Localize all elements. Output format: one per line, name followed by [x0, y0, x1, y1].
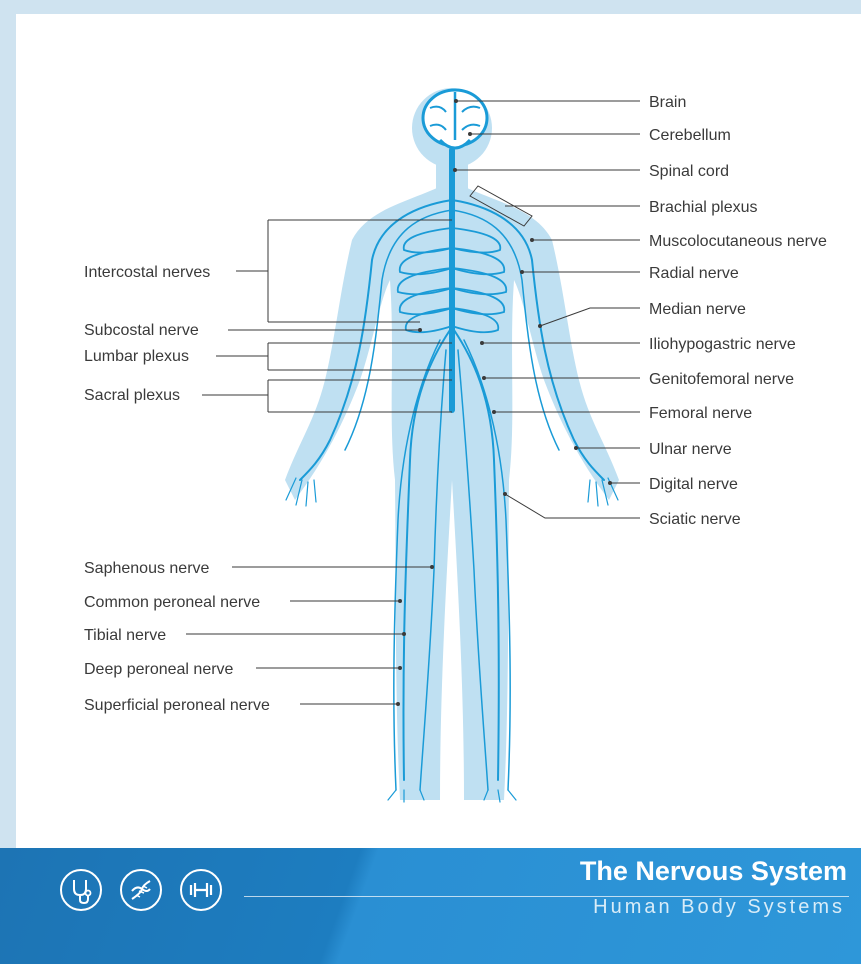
brain-icon: [423, 90, 487, 148]
dna-icon: [120, 869, 162, 911]
svg-text:Digital nerve: Digital nerve: [649, 476, 738, 493]
svg-text:Brachial plexus: Brachial plexus: [649, 199, 758, 216]
stethoscope-icon: [60, 869, 102, 911]
label-deep-peroneal-nerve: Deep peroneal nerve: [84, 661, 402, 678]
label-common-peroneal-nerve: Common peroneal nerve: [84, 594, 402, 611]
label-digital-nerve: Digital nerve: [608, 476, 738, 493]
svg-text:Sacral plexus: Sacral plexus: [84, 387, 180, 404]
label-saphenous-nerve: Saphenous nerve: [84, 560, 434, 577]
svg-text:Femoral nerve: Femoral nerve: [649, 405, 752, 422]
svg-text:Ulnar nerve: Ulnar nerve: [649, 441, 732, 458]
svg-text:Iliohypogastric nerve: Iliohypogastric nerve: [649, 336, 796, 353]
svg-text:Sciatic nerve: Sciatic nerve: [649, 511, 741, 528]
svg-text:Genitofemoral nerve: Genitofemoral nerve: [649, 371, 794, 388]
label-median-nerve: Median nerve: [538, 301, 746, 328]
svg-text:Spinal cord: Spinal cord: [649, 163, 729, 180]
label-brachial-plexus: Brachial plexus: [470, 186, 758, 226]
footer-subtitle: Human Body Systems: [593, 896, 845, 919]
label-sciatic-nerve: Sciatic nerve: [503, 492, 741, 528]
svg-text:Deep peroneal nerve: Deep peroneal nerve: [84, 661, 234, 678]
label-genitofemoral-nerve: Genitofemoral nerve: [482, 371, 794, 388]
label-spinal-cord: Spinal cord: [453, 163, 729, 180]
label-superficial-peroneal-nerve: Superficial peroneal nerve: [84, 697, 400, 714]
svg-text:Superficial peroneal nerve: Superficial peroneal nerve: [84, 697, 270, 714]
svg-text:Brain: Brain: [649, 94, 686, 111]
svg-text:Muscolocutaneous nerve: Muscolocutaneous nerve: [649, 233, 827, 250]
svg-text:Intercostal nerves: Intercostal nerves: [84, 264, 210, 281]
dumbbell-icon: [180, 869, 222, 911]
svg-text:Cerebellum: Cerebellum: [649, 127, 731, 144]
footer-banner: The Nervous System Human Body Systems: [0, 848, 861, 964]
svg-text:Radial nerve: Radial nerve: [649, 265, 739, 282]
svg-text:Common peroneal nerve: Common peroneal nerve: [84, 594, 260, 611]
label-cerebellum: Cerebellum: [468, 127, 731, 144]
label-muscolocutaneous-nerve: Muscolocutaneous nerve: [530, 233, 827, 250]
svg-text:Subcostal nerve: Subcostal nerve: [84, 322, 199, 339]
label-brain: Brain: [454, 94, 686, 111]
svg-text:Lumbar plexus: Lumbar plexus: [84, 348, 189, 365]
svg-text:Saphenous nerve: Saphenous nerve: [84, 560, 210, 577]
label-femoral-nerve: Femoral nerve: [492, 405, 752, 422]
footer-title: The Nervous System: [580, 856, 847, 887]
label-tibial-nerve: Tibial nerve: [84, 627, 406, 644]
svg-text:Tibial nerve: Tibial nerve: [84, 627, 166, 644]
label-iliohypogastric-nerve: Iliohypogastric nerve: [480, 336, 796, 353]
svg-text:Median nerve: Median nerve: [649, 301, 746, 318]
